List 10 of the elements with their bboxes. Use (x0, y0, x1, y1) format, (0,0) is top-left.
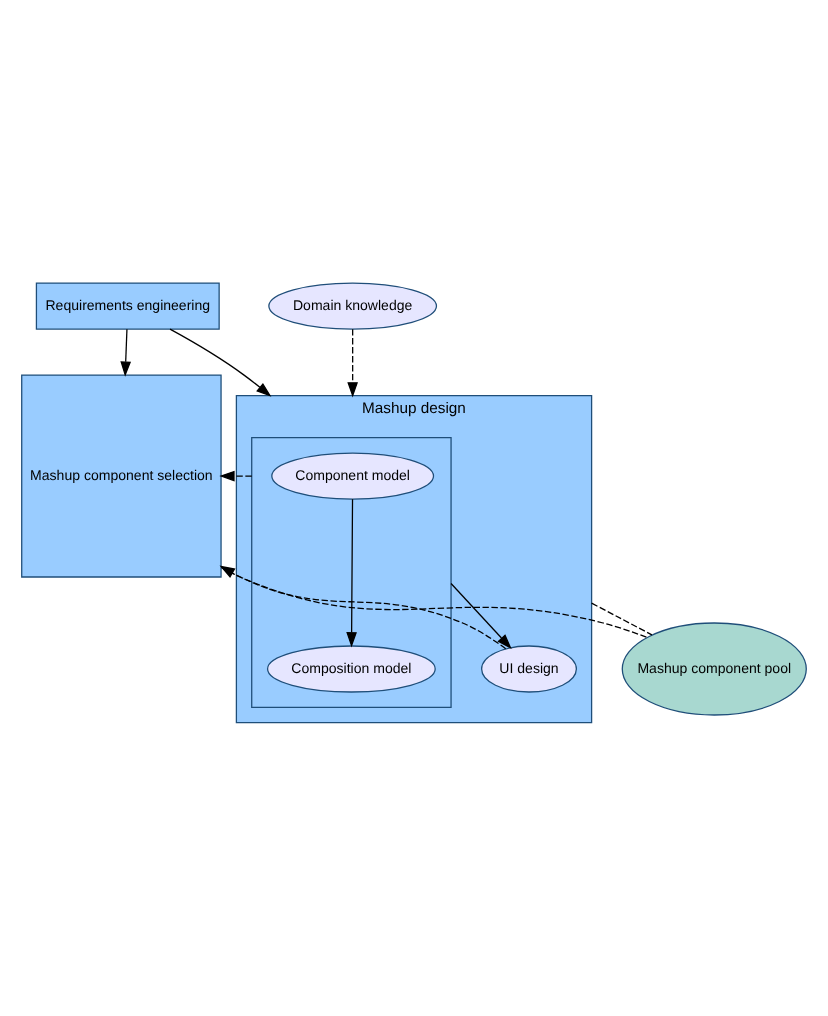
connector (220, 566, 648, 639)
arrow (219, 470, 253, 482)
arrow (450, 582, 512, 650)
arrow (219, 565, 507, 650)
arrow (347, 328, 359, 398)
connector (590, 602, 653, 636)
arrow (346, 498, 357, 648)
arrow (120, 328, 132, 377)
cluster (251, 437, 452, 708)
arrow (169, 328, 272, 397)
